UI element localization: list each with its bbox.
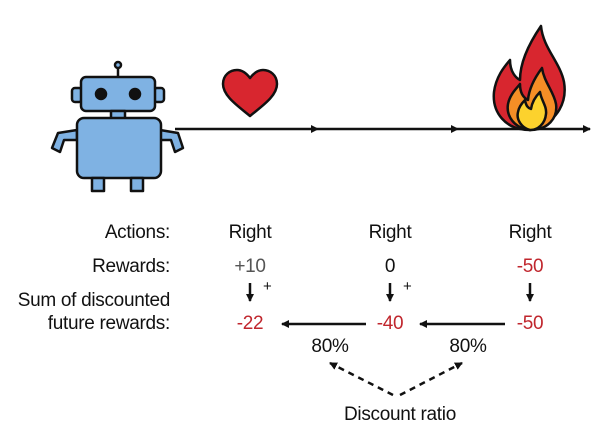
robot-icon xyxy=(50,60,185,193)
discounted-sum-3: -50 xyxy=(516,313,544,334)
plus-sign-1: + xyxy=(263,278,272,295)
discount-percent-2: 80% xyxy=(449,336,487,357)
row-label-sum-line2: future rewards: xyxy=(47,313,171,334)
action-2: Right xyxy=(368,222,412,243)
plus-sign-2: + xyxy=(403,278,412,295)
discount-ratio-caption: Discount ratio xyxy=(344,404,456,425)
discount-dashed-arrows xyxy=(329,361,463,397)
discounted-sum-2: -40 xyxy=(376,313,404,334)
row-label-rewards: Rewards: xyxy=(92,256,170,277)
reward-2: 0 xyxy=(384,256,396,277)
row-label-sum-line1: Sum of discounted xyxy=(17,290,171,311)
reward-1: +10 xyxy=(234,256,266,277)
discounted-sum-1: -22 xyxy=(236,313,264,334)
discount-percent-1: 80% xyxy=(311,336,349,357)
row-label-actions: Actions: xyxy=(104,222,170,243)
action-1: Right xyxy=(228,222,272,243)
fire-icon xyxy=(492,24,566,132)
heart-icon xyxy=(221,68,279,118)
reward-down-arrows xyxy=(246,283,534,302)
reward-3: -50 xyxy=(516,256,544,277)
action-3: Right xyxy=(508,222,552,243)
